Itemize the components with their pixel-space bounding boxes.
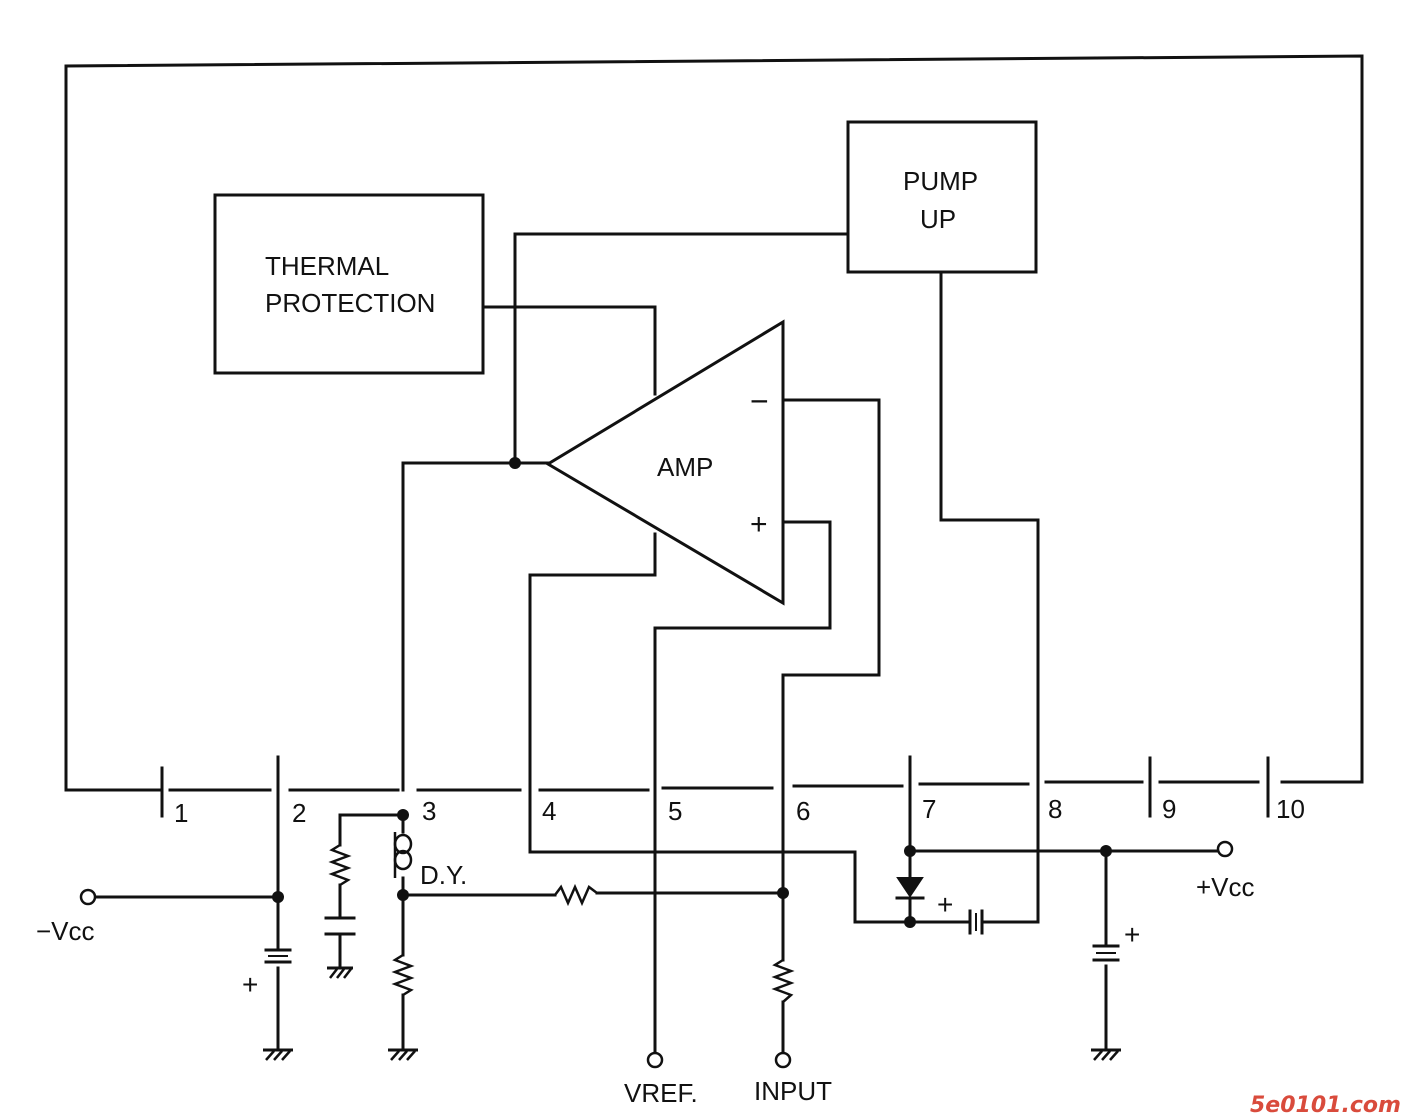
pos-vcc-label: +Vcc (1196, 872, 1255, 902)
outer-loop-wire (64, 54, 1364, 792)
internal-wiring (92, 232, 1220, 1054)
pin-2-label: 2 (292, 798, 306, 828)
thermal-label-line2: PROTECTION (265, 288, 435, 318)
pin-8-label: 8 (1048, 794, 1062, 824)
thermal-label-line1: THERMAL (265, 251, 389, 281)
cap-plus-vcc: + (1124, 919, 1140, 950)
pin-7-label: 7 (922, 794, 936, 824)
resistor-r2 (391, 953, 415, 997)
pin-4-label: 4 (542, 796, 556, 826)
pin-numbers: 1 2 3 4 5 6 7 8 9 10 (174, 794, 1305, 828)
vref-label: VREF. (624, 1078, 698, 1108)
pin-10-label: 10 (1276, 794, 1305, 824)
resistor-r1 (328, 843, 352, 887)
ground-cap (327, 966, 353, 979)
pump-label-line1: PUMP (903, 166, 978, 196)
ground-vcc (1091, 1048, 1121, 1061)
ground-pin2 (263, 1048, 293, 1061)
thermal-protection-block: THERMAL PROTECTION (213, 193, 485, 375)
input-label: INPUT (754, 1076, 832, 1106)
deflection-yoke (393, 832, 413, 878)
resistors (328, 843, 795, 1003)
pump-up-block: PUMP UP (846, 120, 1038, 274)
pin-9-label: 9 (1162, 794, 1176, 824)
polarity-marks: + + + (242, 889, 1140, 1000)
terminal-pos-vcc (1216, 840, 1234, 858)
terminal-vref (646, 1051, 664, 1069)
pin-1-label: 1 (174, 798, 188, 828)
amp-plus-input-label: + (750, 508, 768, 541)
neg-vcc-label: −Vcc (36, 916, 95, 946)
pin-6-label: 6 (796, 796, 810, 826)
diode (895, 877, 925, 900)
terminal-input (774, 1051, 792, 1069)
terminals (79, 840, 1234, 1069)
cap-plus-pin2: + (242, 969, 258, 1000)
resistor-r4 (771, 958, 795, 1003)
amp-label: AMP (657, 452, 713, 482)
terminal-neg-vcc (79, 888, 97, 906)
amp-block: AMP − + (545, 319, 785, 606)
pin-5-label: 5 (668, 796, 682, 826)
pin-dividers (160, 756, 1270, 818)
package-lead-line (64, 780, 1260, 792)
resistor-r3 (554, 883, 598, 907)
cap-plus-pin7: + (937, 889, 953, 920)
pump-label-line2: UP (920, 204, 956, 234)
ground-pin3 (388, 1048, 418, 1061)
junction-dots (272, 457, 1112, 928)
amp-minus-input-label: − (750, 383, 769, 419)
capacitors (264, 909, 1120, 964)
watermark: 5e0101.com (1250, 1093, 1401, 1118)
pin-3-label: 3 (422, 796, 436, 826)
yoke-label: D.Y. (420, 860, 467, 890)
ground-symbols (263, 966, 1121, 1061)
